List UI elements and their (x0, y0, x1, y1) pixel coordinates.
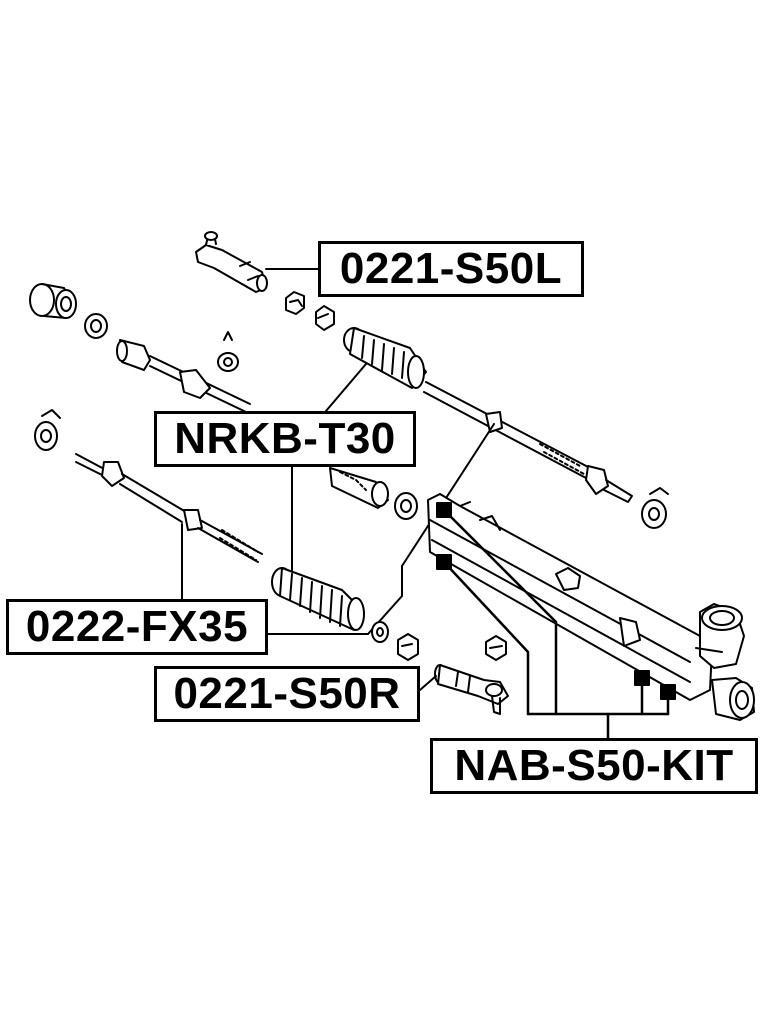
tie-rod-axle-part (75, 453, 263, 563)
nut-part (285, 291, 305, 315)
label-tie-rod-axle: 0222-FX35 (6, 599, 268, 655)
clip-right-part (641, 487, 669, 529)
leader-line-s50r (419, 675, 437, 691)
label-rack-boot: NRKB-T30 (154, 411, 416, 467)
clamp-small-part (371, 621, 389, 643)
tie-rod-end-left-part (195, 231, 268, 293)
tie-rod-end-right-part (434, 664, 509, 715)
rack-end-nut-part (329, 467, 389, 509)
label-bushing-kit: NAB-S50-KIT (430, 738, 758, 794)
castle-nut-part (485, 635, 507, 661)
lock-washer-part (217, 331, 239, 372)
rack-boot-lower-part (271, 567, 365, 631)
nut-lower-part (397, 633, 419, 661)
ring-part (84, 313, 108, 339)
boot-clamp-left-part (34, 409, 61, 451)
boot-band-part (394, 492, 418, 520)
label-tie-rod-end-right: 0221-S50R (154, 666, 420, 722)
leader-lines-nab (442, 508, 670, 740)
rack-shaft-left (149, 355, 251, 413)
clip-part (315, 305, 335, 331)
large-bushing-part (29, 283, 77, 319)
leader-line-nrkb-top (325, 363, 367, 412)
leader-line-rod-to-boot (367, 423, 495, 635)
label-tie-rod-end-left: 0221-S50L (318, 241, 584, 297)
inner-tie-rod-upper (423, 381, 633, 503)
sleeve-part (116, 339, 151, 371)
rack-boot-upper-part (343, 327, 427, 389)
steering-rack-housing-part (427, 493, 755, 721)
